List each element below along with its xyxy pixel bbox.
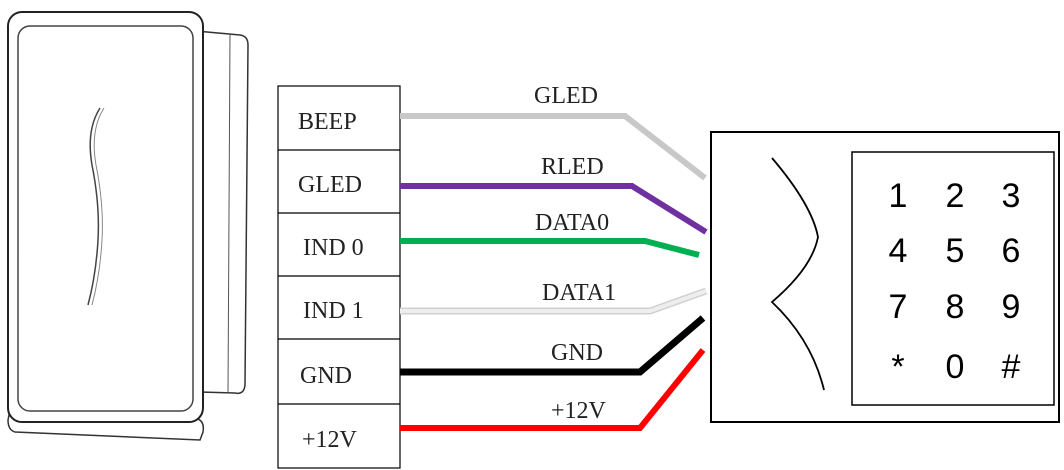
wire-label: +12V xyxy=(551,398,607,424)
keypad xyxy=(851,151,1055,406)
reader-logo-icon xyxy=(87,107,101,306)
terminal-label: GLED xyxy=(298,172,362,198)
terminal-label: IND 1 xyxy=(303,298,364,324)
wire-data0 xyxy=(400,238,700,258)
terminal-label: IND 0 xyxy=(303,235,364,261)
terminal-block: BEEP GLED IND 0 IND 1 GND +12V xyxy=(277,85,401,469)
wire-data1 xyxy=(400,289,707,313)
keypad-key: 4 xyxy=(889,232,908,270)
wire-label: GND xyxy=(551,340,603,366)
wire-label: DATA0 xyxy=(535,210,609,236)
card-reader-illustration xyxy=(7,11,249,441)
terminal-label: GND xyxy=(300,363,352,389)
keypad-key: 7 xyxy=(889,288,908,326)
keypad-key: 8 xyxy=(946,288,965,326)
keypad-key: 5 xyxy=(946,232,965,270)
keypad-key: 0 xyxy=(946,348,965,386)
keypad-key: 9 xyxy=(1002,288,1021,326)
keypad-key: # xyxy=(1002,348,1021,386)
wire-gnd xyxy=(400,315,706,376)
wire-label: GLED xyxy=(534,83,598,109)
wire-rled xyxy=(400,183,708,235)
wires: GLED RLED DATA0 DATA1 GND +12V xyxy=(400,83,708,431)
wire-gled xyxy=(400,113,707,181)
wire-12v xyxy=(400,348,706,431)
keypad-key: * xyxy=(891,348,904,386)
terminal-label: +12V xyxy=(302,427,358,453)
keypad-key: 1 xyxy=(889,177,908,215)
terminal-label: BEEP xyxy=(298,109,357,135)
keypad-reader: 1 2 3 4 5 6 7 8 9 * 0 # xyxy=(710,131,1060,423)
wire-label: DATA1 xyxy=(542,280,616,306)
keypad-key: 2 xyxy=(946,177,965,215)
keypad-key: 6 xyxy=(1002,232,1021,270)
reader-symbol-icon xyxy=(770,157,825,391)
wire-label: RLED xyxy=(541,154,604,180)
keypad-key: 3 xyxy=(1002,177,1021,215)
